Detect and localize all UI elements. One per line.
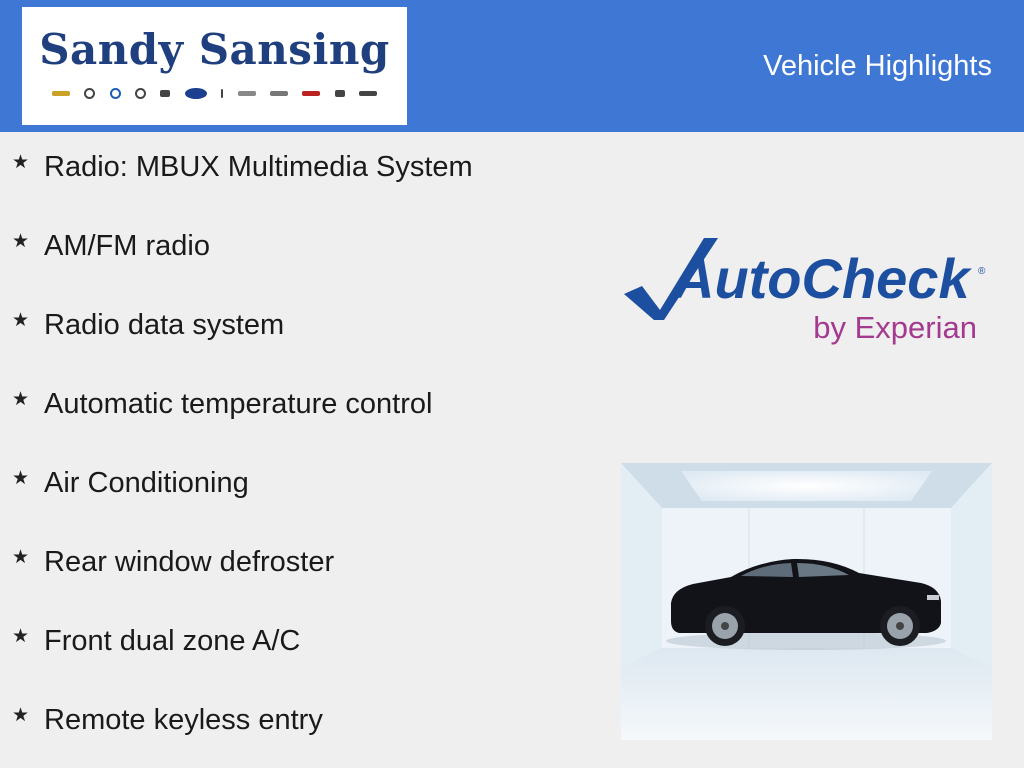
feature-text: Air Conditioning: [44, 467, 249, 499]
brand-logos-row: [52, 85, 377, 101]
feature-list: ★ Radio: MBUX Multimedia System ★ AM/FM ra…: [10, 150, 473, 768]
chrysler-logo-icon: [269, 90, 288, 96]
list-item: ★ Remote keyless entry: [10, 703, 473, 768]
feature-text: Rear window defroster: [44, 546, 335, 578]
mini-logo-icon: [160, 89, 171, 97]
ford-logo-icon: [184, 87, 207, 99]
vehicle-photo-illustration: [621, 463, 992, 740]
list-item: ★ Radio: MBUX Multimedia System: [10, 150, 473, 229]
list-item: ★ Radio data system: [10, 308, 473, 387]
list-item: ★ Rear window defroster: [10, 545, 473, 624]
mazda-logo-icon: [135, 87, 147, 99]
checkmark-icon: [624, 238, 718, 320]
star-icon: ★: [12, 151, 30, 173]
star-icon: ★: [12, 309, 30, 331]
experian-byline: by Experian: [813, 310, 977, 345]
autocheck-logo[interactable]: AutoCheck ® by Experian: [620, 232, 992, 352]
dealer-logo[interactable]: Sandy Sansing: [22, 7, 407, 125]
list-item: ★ Automatic temperature control: [10, 387, 473, 466]
registered-mark: ®: [978, 266, 986, 277]
page-title: Vehicle Highlights: [763, 50, 992, 82]
star-icon: ★: [12, 546, 30, 568]
feature-text: Remote keyless entry: [44, 704, 323, 736]
feature-text: Automatic temperature control: [44, 388, 433, 420]
list-item: ★ Front dual zone A/C: [10, 624, 473, 703]
feature-text: Radio: MBUX Multimedia System: [44, 151, 473, 183]
star-icon: ★: [12, 704, 30, 726]
chevrolet-logo-icon: [52, 90, 70, 96]
divider-icon: [221, 88, 224, 98]
feature-text: AM/FM radio: [44, 230, 210, 262]
jeep-logo-icon: [334, 89, 345, 97]
star-icon: ★: [12, 230, 30, 252]
star-icon: ★: [12, 388, 30, 410]
star-icon: ★: [12, 625, 30, 647]
vehicle-photo[interactable]: [621, 463, 992, 740]
dodge-logo-icon: [302, 90, 321, 96]
dealer-logo-text: Sandy Sansing: [39, 25, 390, 74]
header-bar: Sandy Sansing Vehicle Highlights: [0, 0, 1024, 132]
star-icon: ★: [12, 467, 30, 489]
lincoln-logo-icon: [237, 90, 256, 96]
list-item: ★ AM/FM radio: [10, 229, 473, 308]
brand-emblem-icon: [84, 87, 96, 99]
list-item: ★ Air Conditioning: [10, 466, 473, 545]
ram-logo-icon: [358, 90, 377, 96]
feature-text: Front dual zone A/C: [44, 625, 301, 657]
bmw-logo-icon: [109, 87, 121, 99]
feature-text: Radio data system: [44, 309, 285, 341]
autocheck-wordmark: AutoCheck: [672, 247, 972, 310]
